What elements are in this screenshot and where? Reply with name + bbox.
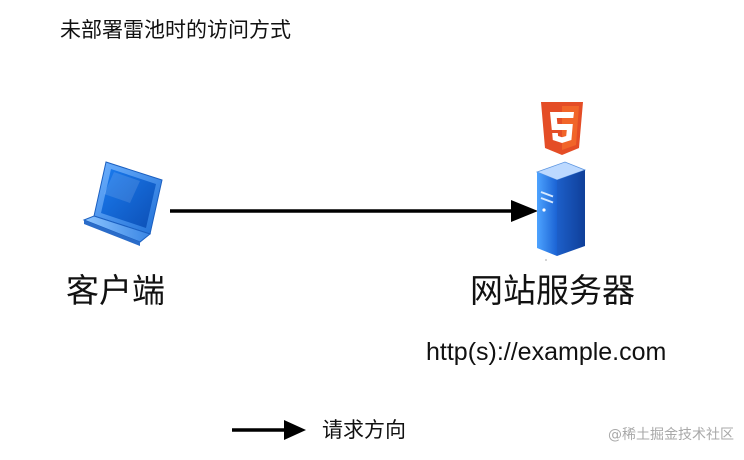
server-label: 网站服务器	[470, 271, 635, 310]
watermark: @稀土掘金技术社区	[608, 427, 734, 443]
laptop-icon	[82, 161, 163, 246]
server-url: http(s)://example.com	[426, 338, 667, 366]
arrow-right-icon	[232, 420, 306, 440]
request-arrow	[170, 200, 538, 222]
diagram-title: 未部署雷池时的访问方式	[60, 18, 291, 42]
legend-label: 请求方向	[322, 418, 406, 442]
client-label: 客户端	[66, 271, 165, 310]
server-icon	[535, 161, 587, 261]
html5-icon	[541, 102, 583, 155]
